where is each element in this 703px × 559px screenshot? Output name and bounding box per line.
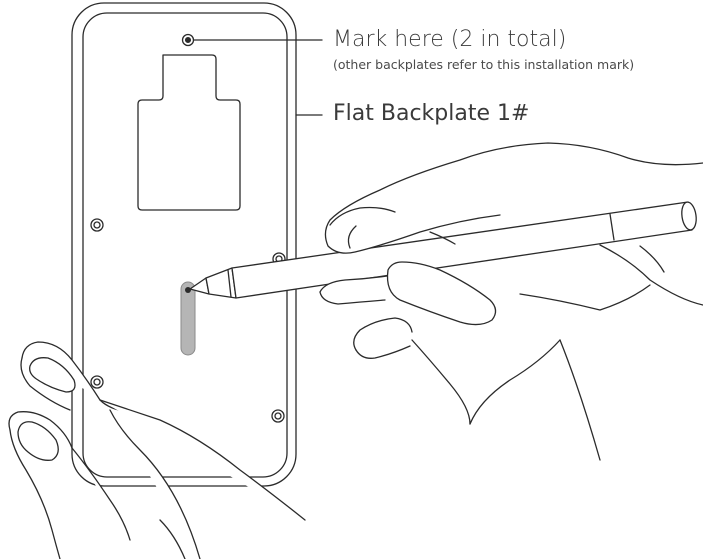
mark-here-label: Mark here (2 in total) (333, 27, 567, 52)
mark-hole (181, 33, 195, 47)
screw-hole (90, 218, 104, 232)
pen (189, 201, 697, 299)
pen-end-cap (681, 201, 697, 231)
left-hand (8, 341, 306, 559)
right-hand (319, 142, 703, 461)
pen-cone (205, 267, 237, 299)
backplate (71, 2, 297, 487)
backplate-name-label: Flat Backplate 1# (333, 101, 530, 126)
screw-hole (271, 409, 285, 423)
screw-hole (90, 375, 104, 389)
mark-note-label: (other backplates refer to this installa… (333, 57, 635, 72)
backplate-outer-edge (71, 2, 297, 487)
marking-slot (180, 281, 196, 356)
backplate-inner-edge (82, 12, 288, 478)
backplate-cutout (137, 54, 241, 211)
